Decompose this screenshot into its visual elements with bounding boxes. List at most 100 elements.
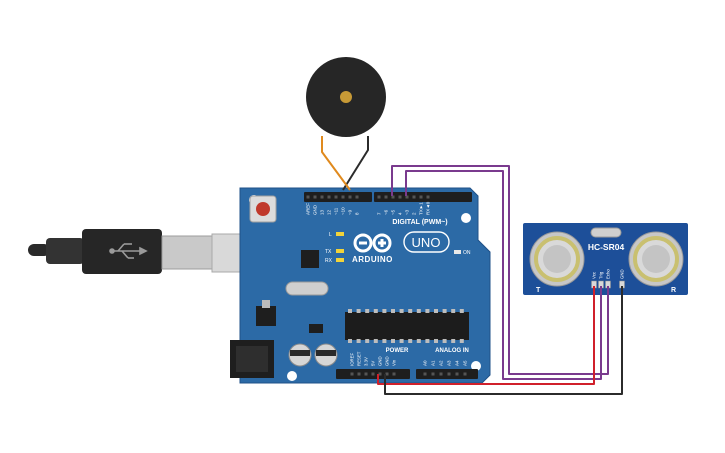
header-pin-hole[interactable]	[431, 372, 435, 376]
header-pin-hole[interactable]	[412, 195, 416, 199]
chip-pin	[408, 339, 413, 343]
led-l	[336, 232, 344, 236]
wire-echo	[391, 165, 609, 375]
header-pin-hole[interactable]	[423, 372, 427, 376]
digital-pin-label: 7	[377, 212, 382, 215]
header-pin-hole[interactable]	[384, 195, 388, 199]
wire-trig	[405, 170, 602, 380]
power-pin-label: GND	[385, 356, 390, 366]
header-pin-hole[interactable]	[348, 195, 352, 199]
header-pin-hole[interactable]	[405, 195, 409, 199]
power-header	[336, 369, 410, 379]
digital-pin-label: 8	[355, 212, 360, 215]
header-pin-hole[interactable]	[306, 195, 310, 199]
header-pin-hole[interactable]	[391, 195, 395, 199]
chip-pin	[391, 339, 395, 343]
digital-pin-label: TX►1	[419, 202, 424, 215]
digital-pin-label: ~6	[384, 209, 389, 215]
sensor-pin-label: Echo	[606, 269, 611, 279]
led-label-on: ON	[463, 250, 471, 256]
piezo-buzzer	[306, 57, 386, 137]
buzzer-sound-hole	[340, 91, 352, 103]
led-tx	[336, 249, 344, 253]
atmega-microcontroller	[345, 309, 469, 343]
usb-cable	[28, 229, 275, 274]
digital-header	[304, 192, 472, 202]
voltage-regulator-tab	[262, 300, 270, 308]
wire-buzzer-positive	[321, 136, 351, 191]
sensor-receiver-mesh	[642, 245, 670, 273]
power-pin-label: GND	[378, 356, 383, 366]
chip-pin	[365, 339, 370, 343]
led-rx	[336, 258, 344, 262]
header-pin-hole[interactable]	[350, 372, 354, 376]
header-pin-hole[interactable]	[447, 372, 451, 376]
header-pin-hole[interactable]	[378, 372, 382, 376]
sensor-pin-label: Trig	[599, 271, 604, 279]
chip-pin	[348, 309, 352, 313]
digital-pin-label: ~11	[334, 207, 339, 215]
power-pin-label: IOREF	[350, 352, 355, 366]
header-pin-hole[interactable]	[455, 372, 459, 376]
header-pin-hole[interactable]	[341, 195, 345, 199]
analog-header	[416, 369, 478, 379]
digital-pin-label: RX◄0	[426, 201, 431, 215]
header-pin-hole[interactable]	[313, 195, 317, 199]
digital-pin-label: ~3	[405, 209, 410, 215]
header-pin-hole[interactable]	[357, 372, 361, 376]
uno-badge	[403, 231, 450, 253]
sensor-model-text: HC-SR04	[588, 242, 625, 252]
chip-pin	[408, 309, 413, 313]
analog-pin-label: A3	[447, 360, 452, 366]
header-pin-hole[interactable]	[371, 372, 375, 376]
power-pin-label: RESET	[357, 351, 362, 366]
small-chip	[309, 324, 323, 333]
header-pin-hole[interactable]	[398, 195, 402, 199]
header-pin-hole[interactable]	[334, 195, 338, 199]
power-pin-label: Vin	[392, 359, 397, 366]
header-pin-hole[interactable]	[426, 195, 430, 199]
chip-pin	[356, 309, 361, 313]
header-pin-hole[interactable]	[320, 195, 324, 199]
mounting-hole	[287, 371, 297, 381]
usb-cable-strain-relief	[46, 238, 84, 264]
wire-5v	[377, 286, 595, 385]
led-label-tx: TX	[325, 249, 332, 255]
usb-cable-strain-tip	[28, 244, 50, 256]
header-pin-hole[interactable]	[327, 195, 331, 199]
header-pin-hole[interactable]	[463, 372, 467, 376]
chip-pin	[459, 309, 464, 313]
digital-header-holes	[306, 195, 430, 199]
chip-pin	[365, 309, 370, 313]
header-pin-hole[interactable]	[355, 195, 359, 199]
dc-power-jack-inner	[236, 346, 268, 372]
chip-pin	[425, 339, 430, 343]
chip-pin	[399, 309, 404, 313]
capacitor-band	[290, 350, 310, 356]
chip-pin	[391, 309, 395, 313]
header-pin-hole[interactable]	[392, 372, 396, 376]
header-pin-hole[interactable]	[439, 372, 443, 376]
analog-pin-label: A1	[431, 360, 436, 366]
header-pin-hole[interactable]	[377, 195, 381, 199]
led-on	[454, 250, 461, 254]
header-pin-hole[interactable]	[419, 195, 423, 199]
sensor-transmitter-mesh	[543, 245, 571, 273]
digital-pin-label: ~10	[341, 207, 346, 215]
chip-pin	[442, 309, 447, 313]
reset-button-cap[interactable]	[256, 202, 270, 216]
wires	[321, 136, 623, 395]
header-pin-hole[interactable]	[364, 372, 368, 376]
digital-pin-label: AREF	[306, 203, 311, 215]
uno-model-text: UNO	[412, 235, 441, 250]
chip-pin	[434, 339, 438, 343]
chip-pin	[382, 339, 387, 343]
analog-pin-label: A5	[463, 360, 468, 366]
analog-pin-label: A4	[455, 360, 460, 366]
sensor-pin-label: Vcc	[592, 271, 597, 279]
header-pin-hole[interactable]	[385, 372, 389, 376]
